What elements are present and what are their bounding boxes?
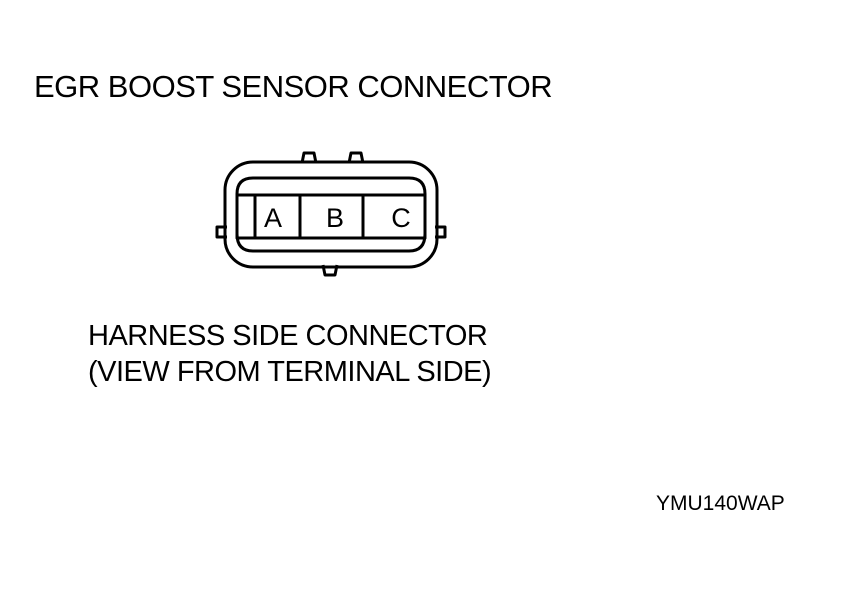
terminal-label-c: C xyxy=(391,203,411,233)
connector-housing-inner xyxy=(235,176,427,253)
connector-top-tab-left xyxy=(300,151,318,164)
connector-housing-outer xyxy=(223,160,439,269)
connector-side-ear-right xyxy=(435,225,447,239)
terminal-frame xyxy=(235,193,427,240)
terminal-label-b: B xyxy=(326,203,344,233)
reference-code: YMU140WAP xyxy=(656,492,785,515)
connector-diagram: A B C xyxy=(215,151,447,277)
terminal-label-a: A xyxy=(264,203,282,233)
connector-bottom-tab xyxy=(321,264,339,277)
connector-side-ear-left xyxy=(215,225,227,239)
connector-caption: HARNESS SIDE CONNECTOR (VIEW FROM TERMIN… xyxy=(88,318,492,390)
caption-line-2: (VIEW FROM TERMINAL SIDE) xyxy=(88,356,492,388)
diagram-title: EGR BOOST SENSOR CONNECTOR xyxy=(34,69,553,104)
caption-line-1: HARNESS SIDE CONNECTOR xyxy=(88,320,488,352)
connector-top-tab-right xyxy=(347,151,365,164)
